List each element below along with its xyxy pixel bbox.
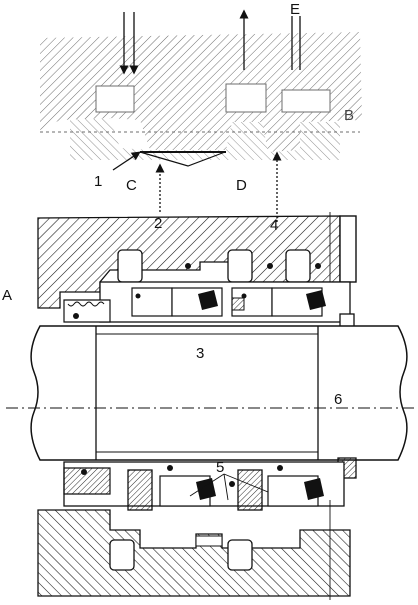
seal-face-lower-2 [304,478,324,500]
detail-cavity-right [225,83,267,113]
bolt-head-upper-3 [285,249,311,283]
label-D: D [236,177,247,194]
seal-ring-upper-1 [131,287,173,317]
shaft [6,325,414,479]
label-1: 1 [94,173,102,190]
upper-seal-assembly [63,249,355,331]
lower-gland-slot [195,535,223,547]
label-5: 5 [216,459,224,476]
pin-upper-1 [135,293,141,299]
label-B: B [344,107,354,124]
label-C: C [126,177,137,194]
oring-upper-1 [185,263,191,269]
detail-cavity-left [95,85,135,113]
label-4: 4 [270,217,278,234]
spring-housing-lower [63,467,111,495]
leader-1 [112,151,141,171]
label-E: E [290,1,300,18]
spacer-upper [231,297,245,311]
oring-upper-2 [267,263,273,269]
detail-housing [40,32,362,152]
seal-face-upper-2 [306,290,326,310]
oring-upper-3 [315,263,321,269]
housing-end-plate [339,215,357,283]
label-3: 3 [196,345,204,362]
label-6: 6 [334,391,342,408]
spring-upper [67,301,105,307]
lower-seal-assembly [63,461,345,511]
seal-face-upper-1 [198,290,218,310]
rotating-ring-lower-2 [237,469,263,511]
seal-ring-upper-3 [231,287,273,317]
bolt-head-upper-2 [227,249,253,283]
bolt-head-upper-1 [117,249,143,283]
detail-cavity-far-right [281,89,331,113]
pin-upper-2 [241,293,247,299]
lower-housing [37,509,351,597]
main-section [6,212,414,600]
oring-lower-1 [81,469,87,475]
oring-lower-4 [229,481,235,487]
detail-view [40,9,362,222]
detail-seal-faces [70,118,340,160]
seal-face-lower-1 [196,478,216,500]
rotating-ring-lower-1 [127,469,153,511]
leader-5a [189,473,225,497]
bolt-head-lower-1 [109,539,135,571]
oring-lower-3 [277,465,283,471]
oring-upper-left [73,313,79,319]
label-A: A [2,287,12,304]
label-2: 2 [154,215,162,232]
bolt-head-lower-2 [227,539,253,571]
leader-5b [223,473,229,501]
oring-lower-2 [167,465,173,471]
shaft-body [30,325,408,461]
leader-5c [223,473,269,493]
